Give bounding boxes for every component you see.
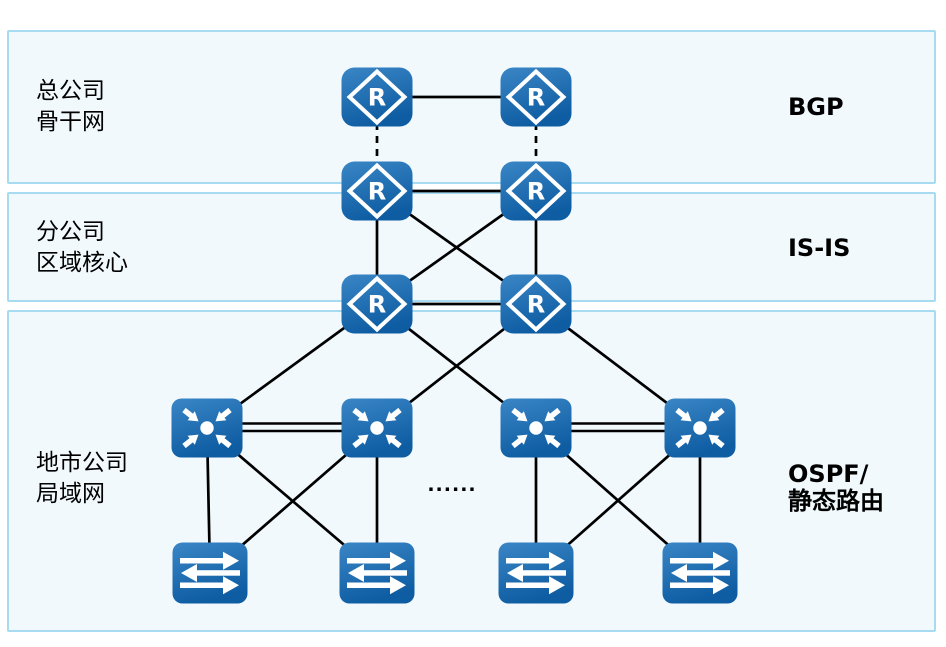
lan-switch-3: [500, 398, 572, 462]
lan-switch-4: [664, 398, 736, 462]
protocol-label-hq-backbone: BGP: [788, 92, 844, 121]
access-switch-4: [662, 542, 738, 608]
zone-title-city-lan: 地市公司局域网: [36, 448, 128, 510]
router-letter: R: [368, 178, 386, 206]
access-switch-3: [498, 542, 574, 608]
router-letter: R: [527, 291, 545, 319]
router-icon: R: [500, 161, 572, 221]
lan-switch-icon: [664, 398, 736, 458]
protocol-label-line: IS-IS: [788, 233, 851, 262]
lan-switch-icon: [341, 398, 413, 458]
router-icon: R: [341, 67, 413, 127]
zone-hq-backbone: [7, 30, 936, 184]
switch-icon: [339, 542, 415, 604]
router-letter: R: [368, 291, 386, 319]
router-letter: R: [527, 84, 545, 112]
core-router-3: R: [341, 274, 413, 338]
zone-title-branch-core: 分公司区域核心: [36, 217, 128, 279]
switch-icon: [172, 542, 248, 604]
core-router-2: R: [500, 161, 572, 225]
protocol-label-line: OSPF/: [788, 460, 869, 488]
bgp-router-2: R: [500, 67, 572, 131]
router-letter: R: [527, 178, 545, 206]
zone-title-line: 总公司: [36, 78, 105, 104]
continuation-ellipsis: ......: [427, 474, 477, 496]
bgp-router-1: R: [341, 67, 413, 131]
router-icon: R: [500, 274, 572, 334]
protocol-label-branch-core: IS-IS: [788, 233, 851, 262]
switch-icon: [662, 542, 738, 604]
switch-icon: [498, 542, 574, 604]
lan-switch-1: [171, 398, 243, 462]
zone-title-hq-backbone: 总公司骨干网: [36, 76, 105, 138]
access-switch-2: [339, 542, 415, 608]
protocol-label-line: 静态路由: [788, 487, 884, 515]
protocol-label-line: BGP: [788, 92, 844, 121]
core-router-4: R: [500, 274, 572, 338]
lan-switch-icon: [500, 398, 572, 458]
zone-title-line: 区域核心: [36, 250, 128, 276]
lan-switch-icon: [171, 398, 243, 458]
zone-title-line: 分公司: [36, 219, 105, 245]
router-icon: R: [341, 274, 413, 334]
zone-title-line: 骨干网: [36, 109, 105, 135]
protocol-label-city-lan: OSPF/静态路由: [788, 461, 884, 515]
router-letter: R: [368, 84, 386, 112]
access-switch-1: [172, 542, 248, 608]
lan-switch-2: [341, 398, 413, 462]
zone-title-line: 地市公司: [36, 450, 128, 476]
zone-title-line: 局域网: [36, 481, 105, 507]
router-icon: R: [500, 67, 572, 127]
router-icon: R: [341, 161, 413, 221]
core-router-1: R: [341, 161, 413, 225]
